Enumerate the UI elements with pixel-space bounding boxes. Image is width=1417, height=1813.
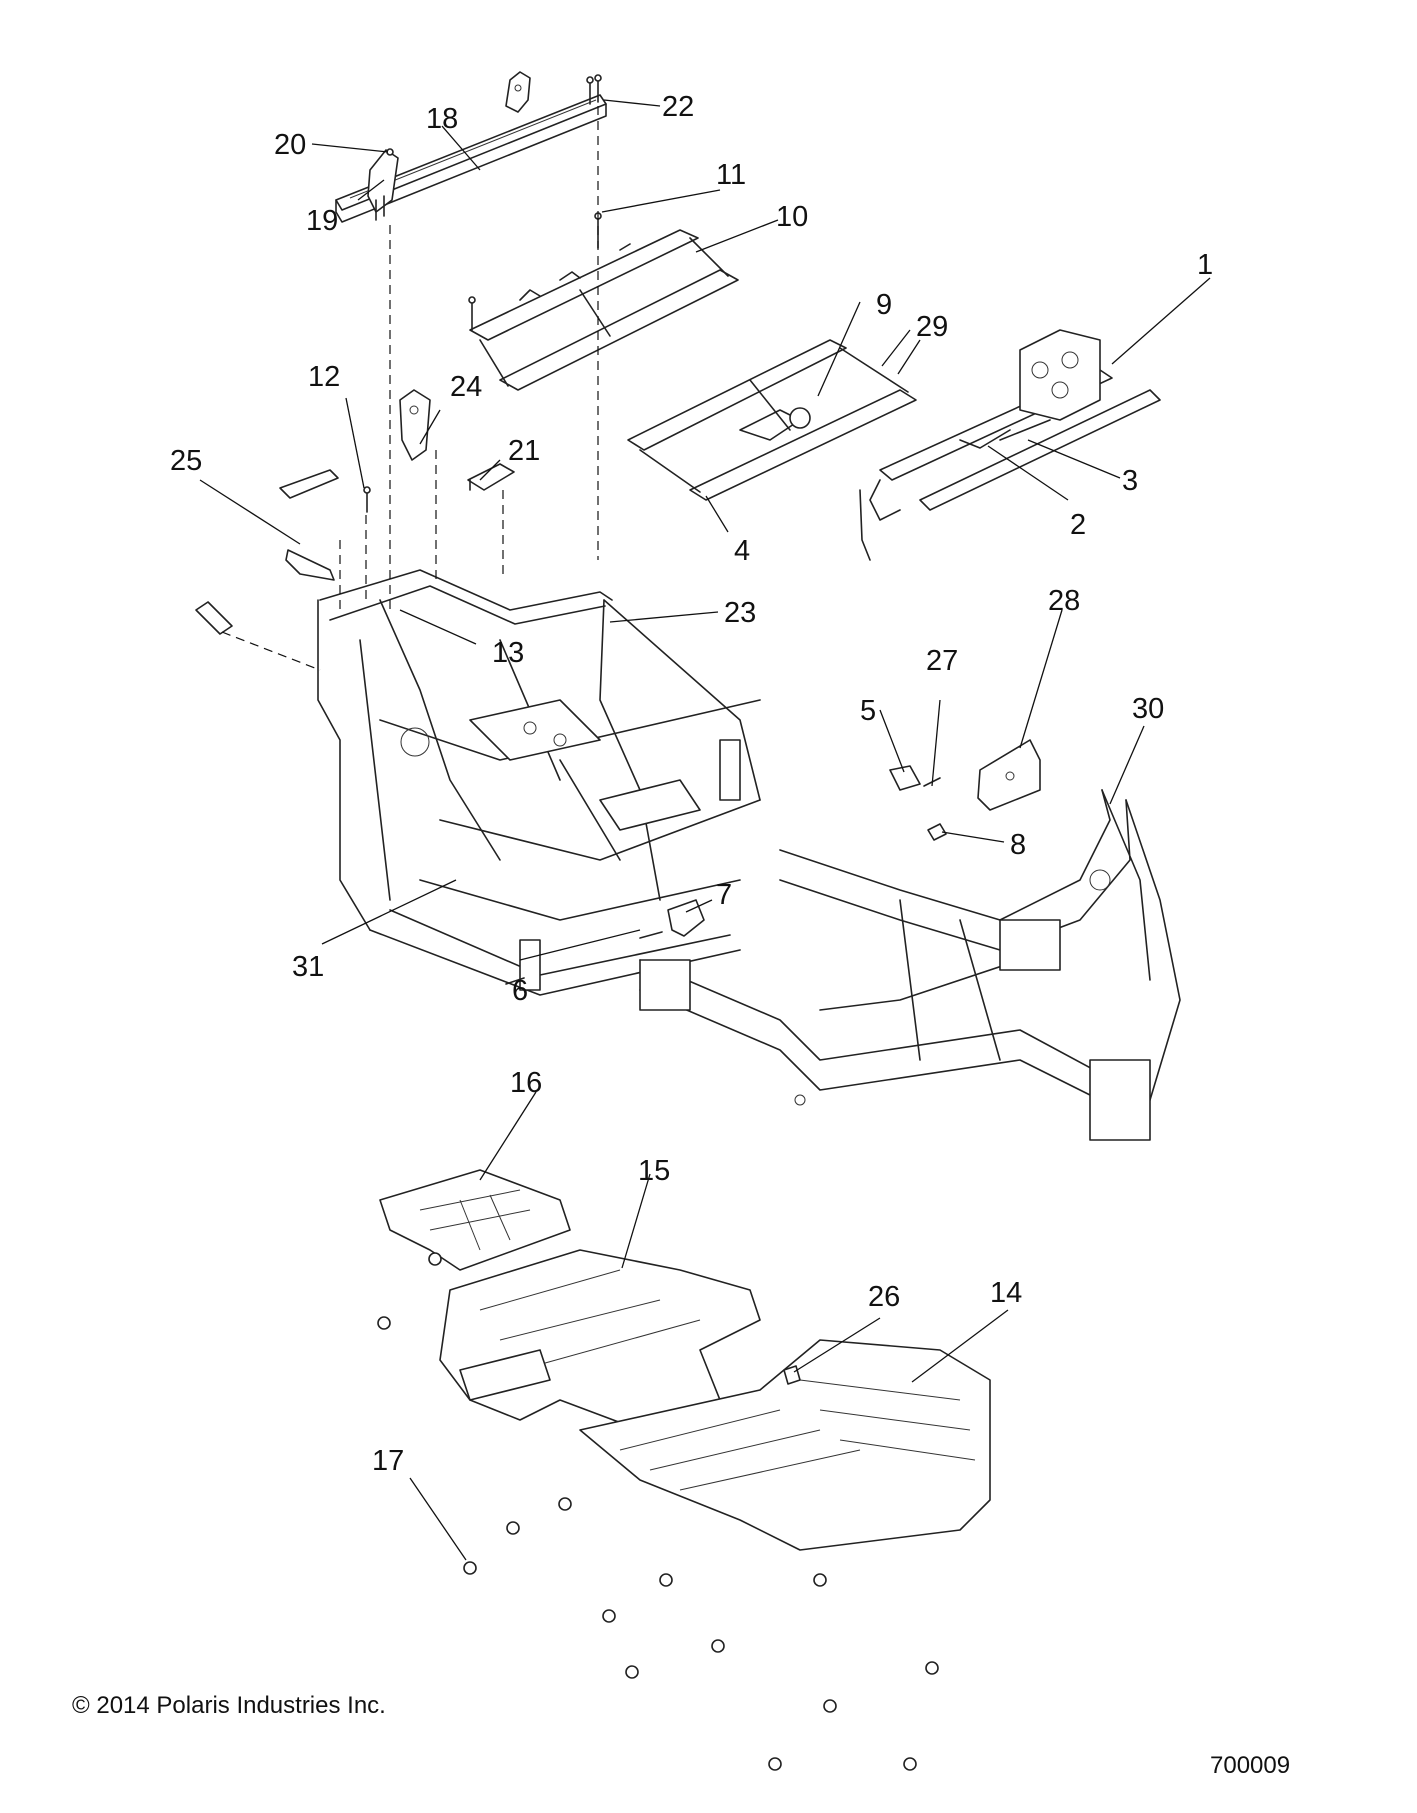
- part-12-bolt: [363, 486, 371, 513]
- part-14-skid-plate: [579, 1339, 991, 1551]
- callout-leader-lines: [199, 99, 1211, 1561]
- callout-22: 22: [662, 91, 694, 123]
- part-6-bolts: [505, 931, 663, 985]
- part-16-skid-plate: [379, 1169, 571, 1271]
- copyright-notice: © 2014 Polaris Industries Inc.: [72, 1692, 386, 1719]
- callout-8: 8: [1010, 829, 1026, 861]
- callout-31: 31: [292, 951, 324, 983]
- callout-9: 9: [876, 289, 892, 321]
- part-17-fasteners: [377, 1252, 939, 1771]
- callout-13: 13: [492, 637, 524, 669]
- callout-11: 11: [716, 159, 746, 191]
- part-1-front-cross-frame: [859, 329, 1161, 561]
- part-30-front-frame: [639, 789, 1181, 1141]
- callout-3: 3: [1122, 465, 1138, 497]
- part-21-bracket: [467, 463, 515, 491]
- callout-29: 29: [916, 311, 948, 343]
- part-22-bolts: [586, 74, 602, 105]
- callout-27: 27: [926, 645, 958, 677]
- part-24-bracket: [399, 389, 431, 461]
- callout-4: 4: [734, 535, 750, 567]
- callout-19: 19: [306, 205, 338, 237]
- part-26-fastener: [783, 1365, 801, 1385]
- assembly-guide-lines: [221, 106, 599, 671]
- callout-23: 23: [724, 597, 756, 629]
- callout-labels: 1 2 3 4 5 6 7 8 9 10 11 12 13 14 15 16 1…: [170, 91, 1213, 1477]
- part-15-skid-plate: [439, 1249, 761, 1431]
- part-25-bracket: [279, 469, 339, 581]
- callout-6: 6: [512, 975, 528, 1007]
- part-31-main-frame: [317, 569, 761, 996]
- callout-20: 20: [274, 129, 306, 161]
- top-bracket: [505, 71, 531, 113]
- callout-26: 26: [868, 1281, 900, 1313]
- callout-10: 10: [776, 201, 808, 233]
- callout-18: 18: [426, 103, 458, 135]
- callout-1: 1: [1197, 249, 1213, 281]
- callout-30: 30: [1132, 693, 1164, 725]
- callout-12: 12: [308, 361, 340, 393]
- left-side-bracket: [195, 601, 233, 635]
- callout-25: 25: [170, 445, 202, 477]
- callout-21: 21: [508, 435, 540, 467]
- part-28-plate: [977, 739, 1041, 811]
- part-7-clamp: [667, 899, 705, 937]
- callout-15: 15: [638, 1155, 670, 1187]
- part-5-clamp: [889, 765, 921, 791]
- callout-7: 7: [716, 879, 732, 911]
- callout-5: 5: [860, 695, 876, 727]
- callout-28: 28: [1048, 585, 1080, 617]
- part-10-rail-frame: [468, 212, 739, 391]
- part-4-rail-frame: [627, 339, 917, 501]
- callout-17: 17: [372, 1445, 404, 1477]
- callout-14: 14: [990, 1277, 1022, 1309]
- figure-number: 700009: [1210, 1752, 1291, 1779]
- callout-16: 16: [510, 1067, 542, 1099]
- part-8-clip: [927, 823, 947, 841]
- callout-2: 2: [1070, 509, 1086, 541]
- callout-24: 24: [450, 371, 482, 403]
